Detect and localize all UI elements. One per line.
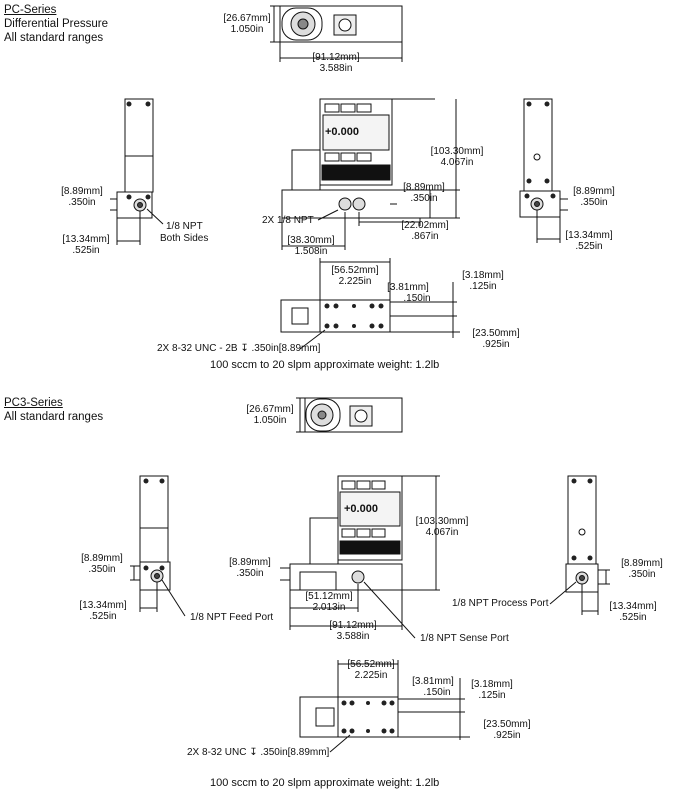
pc3-bottom-b-in: .150in — [423, 687, 451, 698]
pc-right-d1-mm: [8.89mm] — [573, 186, 615, 197]
pc-display-reading: +0.000 — [325, 126, 359, 138]
pc3-right-d2-in: .525in — [619, 612, 647, 623]
pc3-right-view — [549, 475, 610, 615]
pc-right-d2-in: .525in — [575, 241, 603, 252]
pc3-bottom-thread-label: 2X 8-32 UNC ↧ .350in[8.89mm] — [187, 747, 330, 758]
pc-left-d1-in: .350in — [68, 197, 96, 208]
pc3-display-reading: +0.000 — [344, 503, 378, 515]
pc-front-npt-label: 2X 1/8 NPT — [262, 215, 314, 226]
pc3-bottom-a-mm: [56.52mm] — [347, 659, 395, 670]
pc-bottom-c-mm: [3.18mm] — [462, 270, 504, 281]
pc3-left-d2-in: .525in — [89, 611, 117, 622]
pc-front-height-in: 4.067in — [440, 157, 474, 168]
pc-left-view — [110, 98, 164, 245]
pc-bottom-b-in: .150in — [403, 293, 431, 304]
pc-series-title: PC-Series — [4, 4, 57, 16]
pc-left-d1-mm: [8.89mm] — [61, 186, 103, 197]
pc-left-d2-mm: [13.34mm] — [62, 234, 110, 245]
pc3-bottom-a-in: 2.225in — [354, 670, 388, 681]
pc3-left-view — [130, 475, 186, 617]
pc3-process-port-label: 1/8 NPT Process Port — [452, 598, 549, 609]
pc-front-view — [281, 98, 460, 250]
pc-front-height-mm: [103.30mm] — [430, 146, 484, 157]
pc3-left-d1-in: .350in — [88, 564, 116, 575]
pc-front-spacing-in: .867in — [411, 231, 439, 242]
pc-subtitle-1: Differential Pressure — [4, 18, 108, 30]
pc3-bottom-c-in: .125in — [478, 690, 506, 701]
pc3-front-port-mm: [8.89mm] — [229, 557, 271, 568]
pc3-right-d1-in: .350in — [628, 569, 656, 580]
pc3-feed-port-label: 1/8 NPT Feed Port — [190, 612, 274, 623]
pc3-series-title: PC3-Series — [4, 397, 63, 409]
pc3-front-height-mm: [103.30mm] — [415, 516, 469, 527]
pc-bottom-thread-label: 2X 8-32 UNC - 2B ↧ .350in[8.89mm] — [157, 343, 321, 354]
pc-subtitle-2: All standard ranges — [4, 32, 104, 44]
pc3-top-width-mm: [26.67mm] — [246, 404, 294, 415]
pc3-front-a-mm: [51.12mm] — [305, 591, 353, 602]
pc-front-spacing-mm: [22.02mm] — [401, 220, 449, 231]
pc-weight-note: 100 sccm to 20 slpm approximate weight: … — [210, 359, 440, 371]
pc3-bottom-b-mm: [3.81mm] — [412, 676, 454, 687]
pc3-weight-note: 100 sccm to 20 slpm approximate weight: … — [210, 777, 440, 789]
pc-top-length-mm: [91.12mm] — [312, 52, 360, 63]
pc3-bottom-d-in: .925in — [493, 730, 521, 741]
pc-front-offset-in: 1.508in — [294, 246, 328, 257]
pc3-front-a-in: 2.013in — [312, 602, 346, 613]
pc3-left-d2-mm: [13.34mm] — [79, 600, 127, 611]
pc3-front-length-in: 3.588in — [336, 631, 370, 642]
pc-right-d1-in: .350in — [580, 197, 608, 208]
pc-left-npt-label: 1/8 NPT — [166, 221, 203, 232]
pc-top-view — [270, 5, 403, 62]
pc-right-view — [519, 98, 568, 243]
pc3-bottom-d-mm: [23.50mm] — [483, 719, 531, 730]
pc3-left-d1-mm: [8.89mm] — [81, 553, 123, 564]
pc-bottom-b-mm: [3.81mm] — [387, 282, 429, 293]
pc3-right-d1-mm: [8.89mm] — [621, 558, 663, 569]
pc-left-npt-sides: Both Sides — [160, 233, 209, 244]
pc-bottom-a-mm: [56.52mm] — [331, 265, 379, 276]
pc3-right-d2-mm: [13.34mm] — [609, 601, 657, 612]
pc3-bottom-c-mm: [3.18mm] — [471, 679, 513, 690]
pc-right-d2-mm: [13.34mm] — [565, 230, 613, 241]
pc-front-offset-mm: [38.30mm] — [287, 235, 335, 246]
pc-bottom-a-in: 2.225in — [338, 276, 372, 287]
pc3-front-view — [280, 475, 440, 639]
pc-top-length-in: 3.588in — [319, 63, 353, 74]
pc-bottom-d-mm: [23.50mm] — [472, 328, 520, 339]
pc-front-port-mm: [8.89mm] — [403, 182, 445, 193]
pc3-front-height-in: 4.067in — [425, 527, 459, 538]
pc3-front-length-mm: [91.12mm] — [329, 620, 377, 631]
pc3-subtitle: All standard ranges — [4, 411, 104, 423]
pc-front-port-in: .350in — [410, 193, 438, 204]
pc3-top-view — [296, 397, 403, 433]
pc-bottom-d-in: .925in — [482, 339, 510, 350]
pc-top-width-in: 1.050in — [230, 24, 264, 35]
pc3-sense-port-label: 1/8 NPT Sense Port — [420, 633, 509, 644]
pc-top-width-mm: [26.67mm] — [223, 13, 271, 24]
pc-left-d2-in: .525in — [72, 245, 100, 256]
pc3-front-port-in: .350in — [236, 568, 264, 579]
pc3-top-width-in: 1.050in — [253, 415, 287, 426]
pc-bottom-c-in: .125in — [469, 281, 497, 292]
